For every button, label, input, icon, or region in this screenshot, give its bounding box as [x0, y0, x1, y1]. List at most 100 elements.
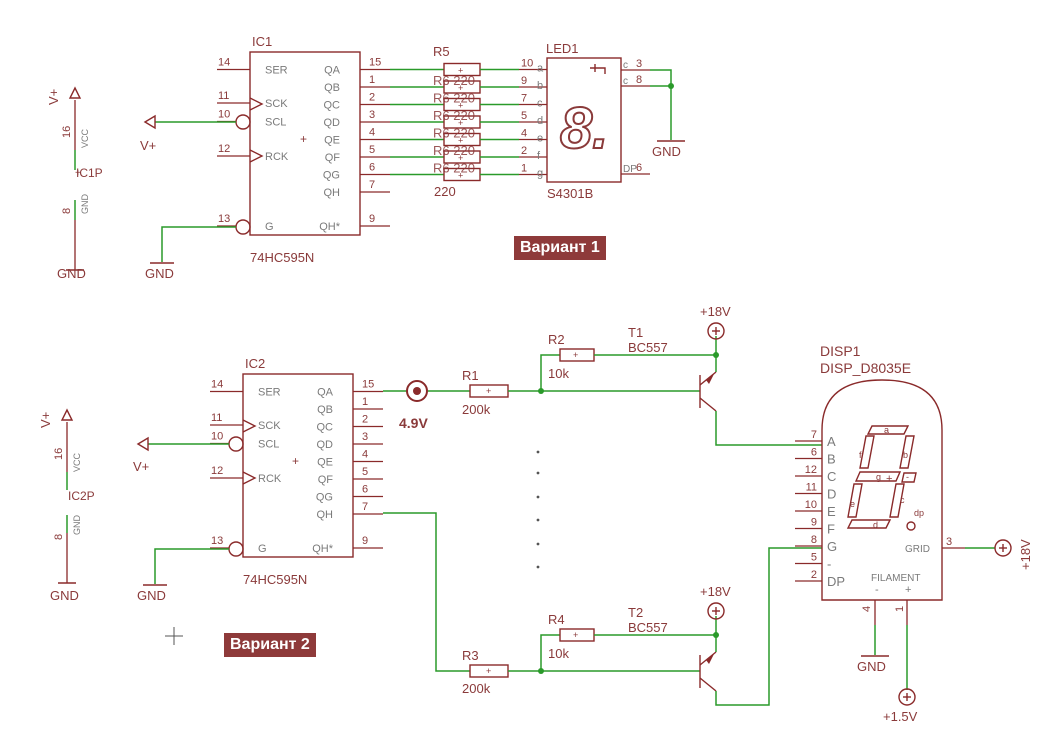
ic1-pin-num: 9 [369, 213, 375, 225]
crosshair-cursor-icon [165, 627, 183, 645]
svg-text:GRID: GRID [905, 544, 930, 555]
ic1-pin-label: SCK [265, 98, 288, 110]
svg-text:GND: GND [145, 266, 174, 281]
resistor-r1: + R1 200k [462, 368, 700, 417]
svg-text:+: + [573, 630, 578, 640]
led1-pin-num: 4 [521, 128, 527, 140]
ic2-pin-num: 13 [211, 535, 223, 547]
svg-text:GND: GND [652, 144, 681, 159]
svg-text:R1: R1 [462, 368, 479, 383]
svg-text:+: + [458, 136, 463, 146]
svg-text:+: + [486, 386, 491, 396]
ic2-pin-label: QG [316, 492, 333, 504]
svg-text:b: b [903, 450, 908, 460]
ic2-value: 74HC595N [243, 572, 307, 587]
ic1-pin-label: SER [265, 65, 288, 77]
ic1-pin-num: 14 [218, 57, 230, 69]
svg-text:R5: R5 [433, 44, 450, 59]
disp1-name: DISP1 [820, 343, 861, 359]
svg-text:1: 1 [894, 606, 906, 612]
svg-text:T2: T2 [628, 605, 643, 620]
ic2-pin-num: 10 [211, 431, 223, 443]
svg-text:BC557: BC557 [628, 340, 668, 355]
ic2p-gnd: GND [50, 588, 79, 603]
led1-pin-label: a [537, 63, 544, 75]
ic1-pin-label: RCK [265, 151, 289, 163]
ic2p-vplus: V+ [38, 412, 53, 428]
ic2-pin-num: 2 [362, 414, 368, 426]
led1-pin-num: 5 [521, 110, 527, 122]
ic1-gnd-symbol: GND [145, 226, 236, 281]
svg-text:+: + [573, 350, 578, 360]
svg-text:GND: GND [857, 659, 886, 674]
ic1-pin-label: QE [324, 135, 340, 147]
led1-pin-num: 10 [521, 58, 533, 70]
ic1-pin-num: 6 [369, 162, 375, 174]
ic1-pin-num: 1 [369, 74, 375, 86]
disp1-pin-label: D [827, 487, 836, 502]
led1-pin-label: DP [623, 164, 637, 175]
ic2-pin-label: QA [317, 387, 334, 399]
svg-text:+: + [905, 584, 911, 596]
svg-text:+: + [75, 168, 81, 179]
ic2-pin-num: 9 [362, 535, 368, 547]
svg-text:+18V: +18V [700, 584, 731, 599]
svg-text:16: 16 [61, 126, 73, 138]
ic1-pin-num: 15 [369, 57, 381, 69]
svg-text:+: + [458, 66, 463, 76]
wire-qh-r3 [383, 512, 470, 672]
ic1-name: IC1 [252, 34, 272, 49]
svg-text:10k: 10k [548, 366, 569, 381]
disp1-value: DISP_D8035E [820, 360, 911, 376]
resistor-array-top: R5 220 ++R6 220+R6 220+R6 220+R6 220+R6 … [390, 44, 519, 199]
svg-text:220: 220 [434, 184, 456, 199]
ic2p-power-symbol: VCC 16 IC2P GND 8 V+ GND [38, 408, 95, 603]
svg-text:+: + [292, 454, 299, 468]
led1-pin-num: 3 [636, 58, 642, 70]
svg-text:GND: GND [137, 588, 166, 603]
svg-text:3: 3 [946, 536, 952, 548]
svg-text:FILAMENT: FILAMENT [871, 573, 920, 584]
ic1-pin-label: QC [324, 100, 341, 112]
ic1-pin-num: 4 [369, 127, 375, 139]
ic1-pin-num: 10 [218, 109, 230, 121]
ic1-pin-num: 3 [369, 109, 375, 121]
ic1p-power-symbol: VCC 16 IC1P + GND 8 V+ GND [46, 86, 103, 281]
resistor-r3: + R3 200k [462, 648, 700, 696]
led1-pin-label: f [537, 150, 541, 162]
ic2-pin-label: QB [317, 404, 333, 416]
svg-text:-: - [875, 584, 879, 596]
svg-text:R3: R3 [462, 648, 479, 663]
led1-pin-label: b [537, 80, 543, 92]
ic1-vplus-symbol: V+ [140, 114, 236, 153]
ic2-pin-num: 1 [362, 396, 368, 408]
disp1-pin-num: 6 [811, 447, 817, 459]
led1-value: S4301B [547, 186, 593, 201]
led1-pin-label: g [537, 168, 543, 180]
ic1p-name: IC1P [76, 166, 103, 180]
variant-2-label: Вариант 2 [224, 633, 316, 657]
svg-text:10k: 10k [548, 646, 569, 661]
resistor-label-overlap: R6 220 [433, 161, 475, 176]
svg-text:16: 16 [53, 448, 65, 460]
led1-pin-label: c [623, 60, 628, 71]
led1-pin-num: 9 [521, 75, 527, 87]
svg-text:+18V: +18V [700, 304, 731, 319]
ic1-pin-num: 11 [218, 90, 229, 102]
svg-text:+18V: +18V [1018, 539, 1033, 570]
svg-text:a: a [884, 425, 889, 435]
svg-text:c: c [900, 495, 905, 505]
disp1-pin-num: 10 [805, 499, 817, 511]
led1-pin-num: 6 [636, 162, 642, 174]
disp1-pin-label: - [827, 557, 831, 572]
led1-pin-label: c [623, 76, 628, 87]
ic2p-name: IC2P [68, 489, 95, 503]
ic1-pin-label: QB [324, 82, 340, 94]
ic2-pin-label: SCK [258, 420, 281, 432]
ic1p-vplus: V+ [46, 89, 61, 105]
ic2-pin-label: QH* [312, 543, 334, 555]
svg-text:GND: GND [72, 515, 82, 536]
svg-text:+: + [300, 132, 307, 146]
